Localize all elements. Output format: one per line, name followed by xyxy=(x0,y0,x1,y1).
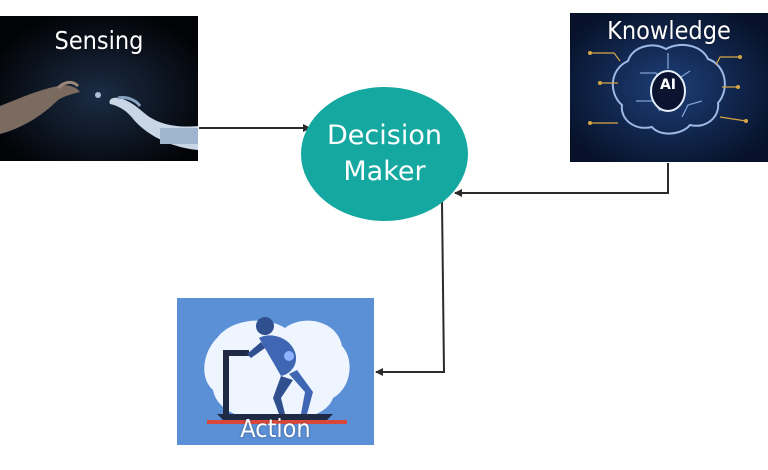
human-robot-hands-image xyxy=(0,16,198,161)
knowledge-node: AI Knowledge xyxy=(570,13,768,162)
action-node: Action xyxy=(177,298,374,445)
robot-treadmill-image xyxy=(177,298,374,445)
decision-maker-label: Decision Maker xyxy=(327,120,442,187)
ai-brain-circuit-image xyxy=(570,13,768,162)
decision-maker-node: Decision Maker xyxy=(301,87,468,221)
ai-badge-text: AI xyxy=(659,77,677,93)
knowledge-label: Knowledge xyxy=(607,16,731,45)
arrow-decision-to-action xyxy=(375,201,446,376)
sensing-label: Sensing xyxy=(54,26,144,55)
arrow-knowledge-to-decision xyxy=(454,163,669,197)
sensing-node: Sensing xyxy=(0,16,198,161)
action-label: Action xyxy=(240,414,311,443)
